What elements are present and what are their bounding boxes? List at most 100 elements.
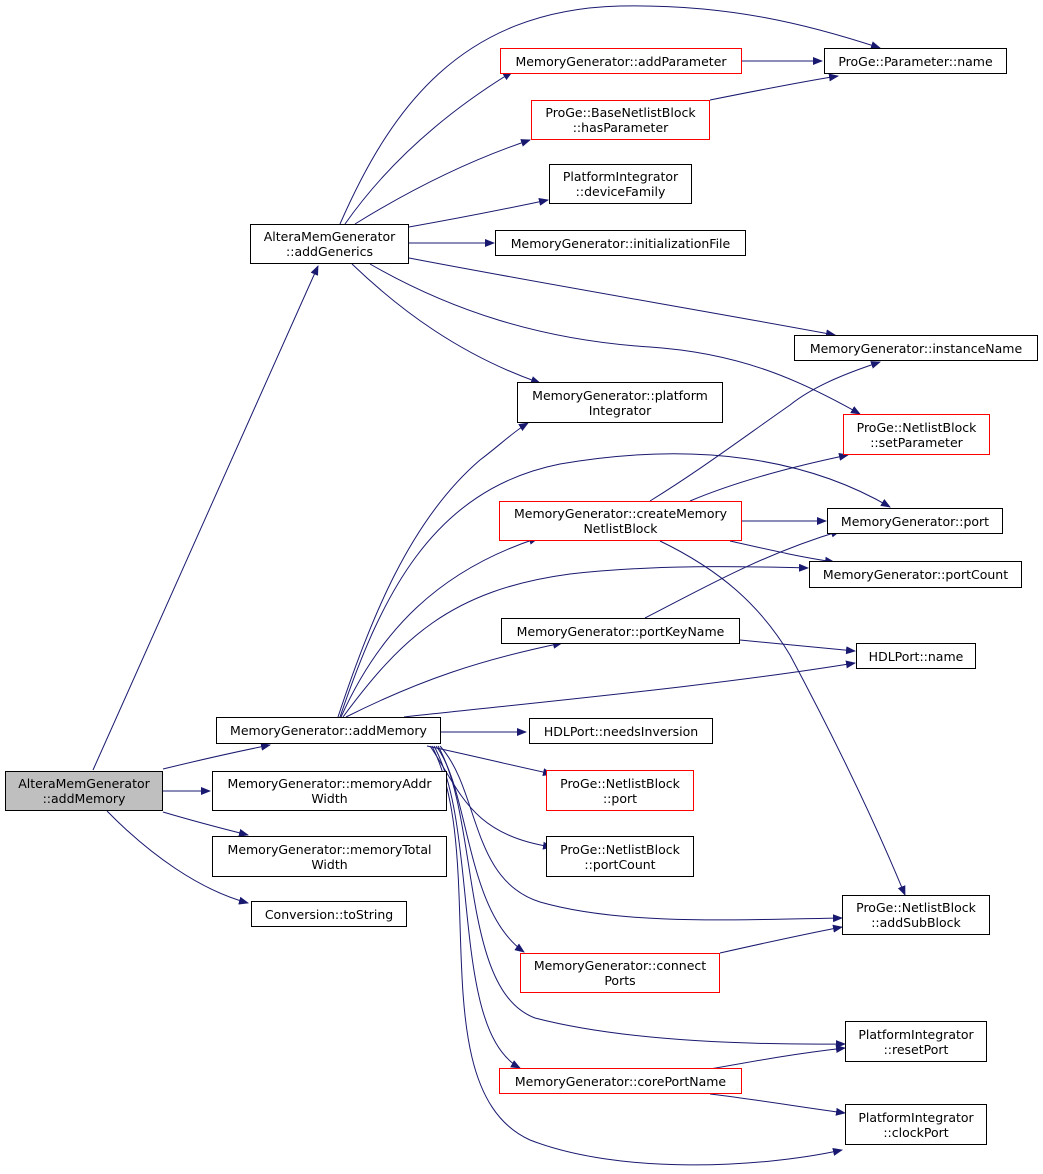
edge-am-platformintegrator bbox=[337, 422, 529, 718]
label: ProGe::NetlistBlock bbox=[856, 900, 976, 915]
label: MemoryGenerator::portCount bbox=[822, 567, 1009, 582]
edge-root-addgenerics bbox=[92, 265, 319, 771]
node-memgen-portkeyname[interactable]: MemoryGenerator::portKeyName bbox=[501, 618, 740, 644]
label: MemoryGenerator::port bbox=[840, 513, 990, 529]
node-conversion-tostring[interactable]: Conversion::toString bbox=[251, 901, 407, 927]
label: Width bbox=[311, 856, 348, 872]
node-memgen-coreportname[interactable]: MemoryGenerator::corePortName bbox=[499, 1068, 742, 1094]
node-memgen-memorytotalwidth[interactable]: MemoryGenerator::memoryTotal Width bbox=[212, 836, 447, 877]
node-netlistblock-portcount[interactable]: ProGe::NetlistBlock ::portCount bbox=[546, 836, 694, 877]
label: ::deviceFamily bbox=[575, 184, 666, 199]
label: PlatformIntegrator bbox=[858, 1109, 974, 1125]
edge-am-coreportname bbox=[433, 745, 521, 1069]
node-memgen-instancename[interactable]: MemoryGenerator::instanceName bbox=[794, 335, 1038, 361]
edge-ag-hasparameter bbox=[354, 139, 531, 225]
label: AlteraMemGenerator bbox=[18, 776, 150, 791]
label: MemoryGenerator::createMemory bbox=[513, 506, 728, 521]
label: MemoryGenerator::connect bbox=[533, 958, 707, 973]
edge-am-addsubblock bbox=[439, 745, 843, 923]
node-basenetlist-hasparameter[interactable]: ProGe::BaseNetlistBlock ::hasParameter bbox=[531, 100, 710, 140]
edge-ag-platformintegrator bbox=[351, 263, 541, 384]
node-altera-addgenerics[interactable]: AlteraMemGenerator ::addGenerics bbox=[250, 224, 409, 264]
node-memgen-portcount[interactable]: MemoryGenerator::portCount bbox=[809, 561, 1022, 588]
label: MemoryGenerator::instanceName bbox=[809, 340, 1023, 356]
label: ::addMemory bbox=[42, 791, 126, 806]
edge-create-instancename bbox=[649, 361, 881, 502]
node-memgen-initializationfile[interactable]: MemoryGenerator::initializationFile bbox=[495, 230, 746, 256]
label: MemoryGenerator::corePortName bbox=[514, 1073, 727, 1089]
label: ::addGenerics bbox=[286, 244, 373, 259]
label: AlteraMemGenerator bbox=[263, 229, 396, 244]
edge-am-create bbox=[340, 536, 539, 718]
label: MemoryGenerator::addMemory bbox=[230, 723, 427, 738]
node-netlistblock-setparameter[interactable]: ProGe::NetlistBlock ::setParameter bbox=[843, 414, 990, 455]
edge-connectports-addsubblock bbox=[719, 924, 843, 954]
node-parameter-name[interactable]: ProGe::Parameter::name bbox=[824, 48, 1007, 74]
label: MemoryGenerator::memoryTotal bbox=[227, 841, 432, 857]
edge-ag-paramname bbox=[339, 5, 881, 225]
edge-ag-setparameter bbox=[369, 263, 861, 415]
edge-portkey-hdlname bbox=[739, 639, 856, 655]
label: ProGe::NetlistBlock bbox=[560, 841, 680, 857]
label: Width bbox=[311, 791, 348, 806]
edge-am-hdlname bbox=[403, 660, 856, 718]
label: ProGe::NetlistBlock bbox=[560, 775, 680, 791]
label: ProGe::Parameter::name bbox=[838, 53, 993, 69]
label: HDLPort::needsInversion bbox=[543, 723, 699, 739]
node-platform-clockport[interactable]: PlatformIntegrator ::clockPort bbox=[845, 1104, 987, 1145]
node-memgen-platformintegrator[interactable]: MemoryGenerator::platform Integrator bbox=[517, 382, 723, 423]
edge-create-portcount bbox=[729, 540, 835, 565]
label: Conversion::toString bbox=[264, 906, 394, 922]
label: ::resetPort bbox=[883, 1041, 949, 1057]
label: HDLPort::name bbox=[868, 648, 964, 664]
label: ProGe::NetlistBlock bbox=[856, 419, 977, 435]
node-root-altera-addmemory[interactable]: AlteraMemGenerator ::addMemory bbox=[5, 771, 163, 811]
edge-ag-instancename bbox=[408, 257, 836, 338]
edge-coreportname-resetport bbox=[709, 1045, 846, 1070]
node-memgen-memoryaddrwidth[interactable]: MemoryGenerator::memoryAddr Width bbox=[212, 771, 447, 811]
label: MemoryGenerator::portKeyName bbox=[516, 623, 725, 639]
label: ProGe::BaseNetlistBlock bbox=[545, 105, 696, 120]
edge-hasparameter-paramname bbox=[709, 73, 839, 101]
edge-am-nbportcount bbox=[429, 745, 553, 850]
label: ::hasParameter bbox=[572, 120, 669, 135]
node-netlistblock-port[interactable]: ProGe::NetlistBlock ::port bbox=[546, 770, 694, 811]
node-memgen-port[interactable]: MemoryGenerator::port bbox=[827, 508, 1003, 534]
node-netlistblock-addsubblock[interactable]: ProGe::NetlistBlock ::addSubBlock bbox=[842, 895, 990, 935]
label: MemoryGenerator::addParameter bbox=[515, 53, 727, 69]
label: MemoryGenerator::memoryAddr bbox=[227, 776, 432, 791]
label: MemoryGenerator::initializationFile bbox=[510, 235, 731, 251]
edge-create-setparameter bbox=[689, 452, 849, 502]
label: PlatformIntegrator bbox=[562, 169, 679, 184]
edge-root-addmemory bbox=[162, 742, 271, 770]
edge-am-clockport bbox=[431, 745, 843, 1166]
edge-root-memtotalwidth bbox=[162, 811, 249, 837]
edge-am-resetport bbox=[437, 745, 846, 1049]
label: ::portCount bbox=[584, 856, 656, 872]
edge-root-tostring bbox=[106, 810, 249, 905]
node-platform-devicefamily[interactable]: PlatformIntegrator ::deviceFamily bbox=[549, 164, 692, 204]
edge-am-portkey bbox=[345, 640, 563, 718]
edge-portkey-port bbox=[644, 529, 841, 619]
edge-am-port bbox=[339, 453, 891, 718]
node-memgen-creatememorynetlistblock[interactable]: MemoryGenerator::createMemory NetlistBlo… bbox=[499, 501, 742, 541]
node-memgen-addmemory[interactable]: MemoryGenerator::addMemory bbox=[216, 717, 441, 744]
edge-am-portcount bbox=[342, 563, 809, 718]
label: MemoryGenerator::platform bbox=[532, 387, 708, 403]
edge-am-nbport bbox=[426, 745, 553, 777]
label: Integrator bbox=[588, 402, 652, 418]
node-hdlport-name[interactable]: HDLPort::name bbox=[856, 643, 976, 669]
node-memgen-connectports[interactable]: MemoryGenerator::connect Ports bbox=[520, 953, 720, 993]
edge-ag-addparameter bbox=[344, 71, 513, 225]
node-platform-resetport[interactable]: PlatformIntegrator ::resetPort bbox=[845, 1021, 987, 1062]
label: ::addSubBlock bbox=[871, 915, 961, 930]
node-hdlport-needsinversion[interactable]: HDLPort::needsInversion bbox=[529, 718, 713, 744]
label: NetlistBlock bbox=[583, 521, 658, 536]
edge-create-addsubblock bbox=[659, 540, 906, 896]
label: ::setParameter bbox=[870, 434, 963, 450]
node-memgen-addparameter[interactable]: MemoryGenerator::addParameter bbox=[500, 48, 742, 74]
edge-ag-devicefamily bbox=[408, 197, 549, 228]
edge-coreportname-clockport bbox=[709, 1093, 846, 1116]
label: ::clockPort bbox=[883, 1124, 949, 1140]
